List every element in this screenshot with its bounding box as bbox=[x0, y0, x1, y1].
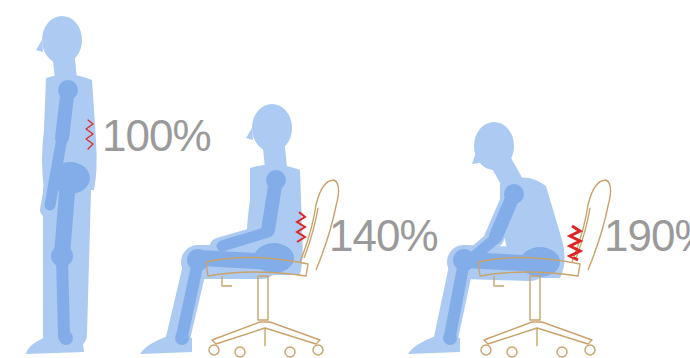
office-chair bbox=[206, 180, 339, 357]
load-percentage: 140% bbox=[329, 214, 438, 258]
office-chair bbox=[478, 180, 611, 357]
load-percentage: 190% bbox=[604, 214, 690, 258]
load-percentage: 100% bbox=[102, 114, 211, 158]
standing-figure bbox=[26, 16, 97, 354]
